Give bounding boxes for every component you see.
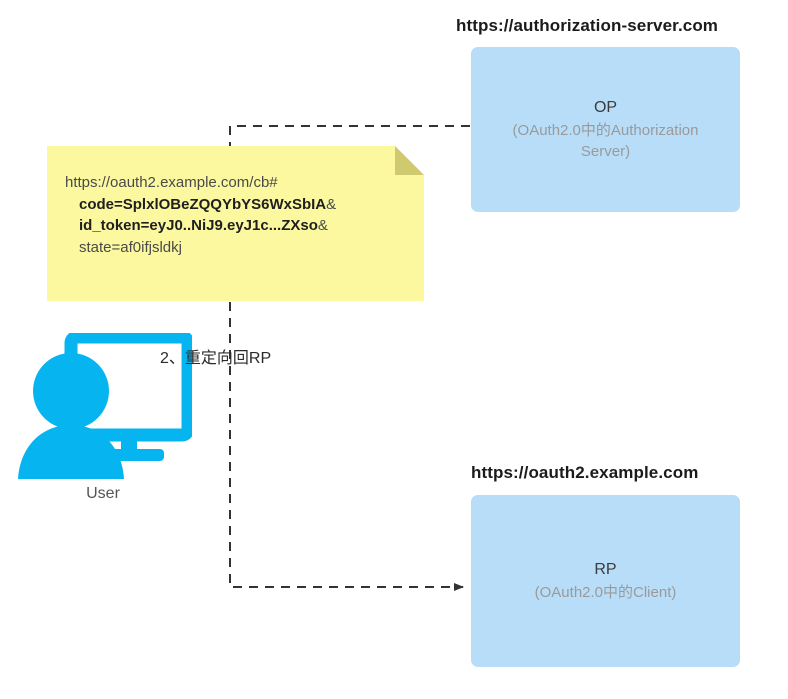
note-line-3: id_token=eyJ0..NiJ9.eyJ1c...ZXso& <box>65 215 410 237</box>
note-text: https://oauth2.example.com/cb# code=Splx… <box>65 172 410 258</box>
user-label: User <box>86 485 120 502</box>
redirect-uri-note[interactable]: https://oauth2.example.com/cb# code=Splx… <box>47 146 424 301</box>
note-code-amp: & <box>326 195 337 213</box>
note-line-2: code=SplxlOBeZQQYbYS6WxSbIA& <box>65 194 410 216</box>
user-computer-icon <box>18 333 192 479</box>
authorization-server-name: OP <box>593 98 618 116</box>
note-shape <box>47 146 424 301</box>
authorization-server-subtitle: (OAuth2.0中的Authorization Server) <box>512 121 699 160</box>
authorization-server-box[interactable]: OP (OAuth2.0中的Authorization Server) <box>471 47 740 212</box>
relying-party-name: RP <box>594 560 617 578</box>
relying-party-url: https://oauth2.example.com <box>471 463 699 482</box>
flow-step-label: 2、重定向回RP <box>160 350 272 367</box>
note-line-1: https://oauth2.example.com/cb# <box>65 174 278 191</box>
note-code-param: code=SplxlOBeZQQYbYS6WxSbIA <box>79 195 327 213</box>
relying-party-subtitle: (OAuth2.0中的Client) <box>534 583 677 601</box>
authorization-server-url: https://authorization-server.com <box>456 16 719 35</box>
note-line-4: state=af0ifjsldkj <box>79 238 182 256</box>
relying-party-box[interactable]: RP (OAuth2.0中的Client) <box>471 495 740 667</box>
note-idtoken-amp: & <box>317 217 328 234</box>
note-idtoken-param: id_token=eyJ0..NiJ9.eyJ1c...ZXso <box>79 217 318 234</box>
